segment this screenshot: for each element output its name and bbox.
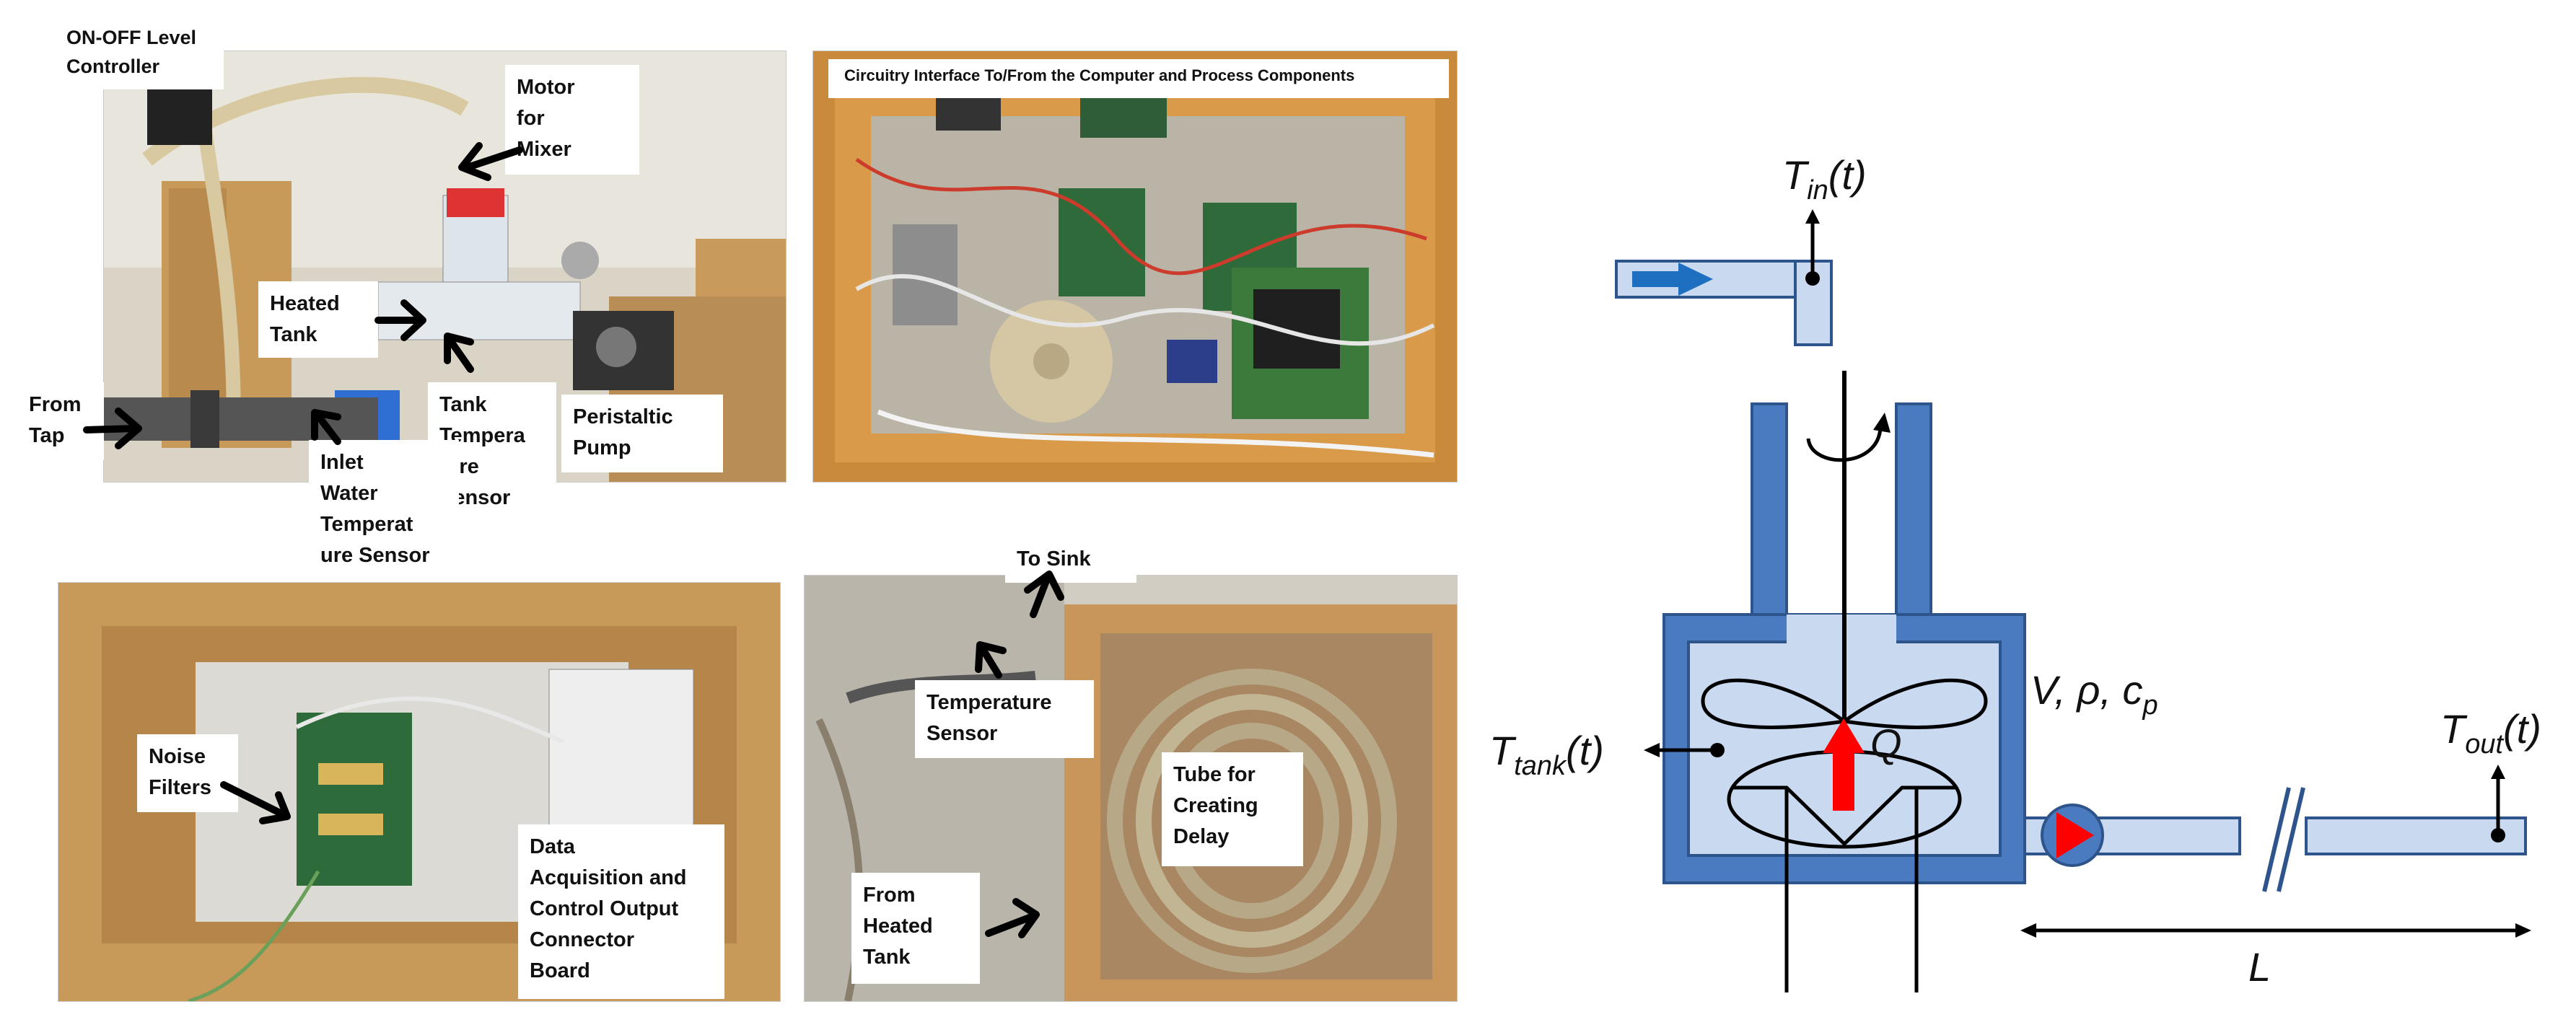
label-t-out: Tout(t)	[2440, 706, 2541, 760]
label-tank-properties: V, ρ, cp	[2030, 667, 2158, 721]
label-data-acquisition-board: Data Acquisition and Control Output Conn…	[518, 824, 724, 999]
label-circuitry-interface: Circuitry Interface To/From the Computer…	[828, 59, 1449, 98]
circuitry-image	[813, 51, 1457, 482]
label-peristaltic-pump: Peristaltic Pump	[561, 395, 723, 472]
t-out-subscript: out	[2465, 729, 2504, 760]
rotation-arrow-icon	[1806, 413, 1891, 462]
t-tank-subscript: tank	[1514, 751, 1567, 781]
label-from-heated-tank: From Heated Tank	[851, 873, 980, 984]
label-t-tank: Ttank(t)	[1489, 728, 1604, 781]
label-t-in: Tin(t)	[1782, 152, 1867, 206]
label-temperature-sensor: Temperature Sensor	[915, 680, 1094, 758]
props-subscript: p	[2142, 690, 2158, 721]
label-inlet-water-temperature-sensor: Inlet Water Temperat ure Sensor	[309, 440, 459, 577]
t-tank-argument: (t)	[1566, 728, 1604, 773]
photo-circuitry	[812, 50, 1458, 483]
label-noise-filters: Noise Filters	[137, 734, 238, 812]
length-dimension-arrow	[2020, 923, 2531, 938]
pump-icon	[2041, 804, 2104, 867]
t-out-symbol: T	[2440, 706, 2468, 752]
tank-temperature-sensor	[1644, 743, 1725, 757]
label-to-sink: To Sink	[1005, 537, 1136, 583]
props-main: V, ρ, c	[2030, 667, 2143, 713]
label-from-tap: From Tap	[17, 382, 104, 460]
impeller	[1701, 678, 1988, 729]
label-length-l: L	[2248, 944, 2271, 990]
label-heated-tank: Heated Tank	[258, 281, 378, 358]
t-in-argument: (t)	[1828, 152, 1867, 198]
t-in-subscript: in	[1807, 175, 1828, 206]
label-motor-for-mixer: Motor for Mixer	[505, 65, 639, 175]
outlet-temperature-sensor	[2491, 765, 2505, 842]
label-heat-q: Q	[1870, 721, 1902, 766]
t-in-symbol: T	[1782, 152, 1810, 198]
label-tube-for-creating-delay: Tube for Creating Delay	[1162, 752, 1303, 866]
label-on-off-level-controller: ON-OFF Level Controller	[59, 17, 224, 89]
inlet-temperature-sensor	[1805, 209, 1820, 286]
process-schematic: Tin(t) Q V, ρ, cp Ttank(t)	[1489, 152, 2541, 992]
t-tank-symbol: T	[1489, 728, 1517, 773]
t-out-argument: (t)	[2503, 706, 2541, 752]
inlet-flow-arrow	[1632, 263, 1713, 296]
heat-input-arrow	[1823, 718, 1865, 811]
